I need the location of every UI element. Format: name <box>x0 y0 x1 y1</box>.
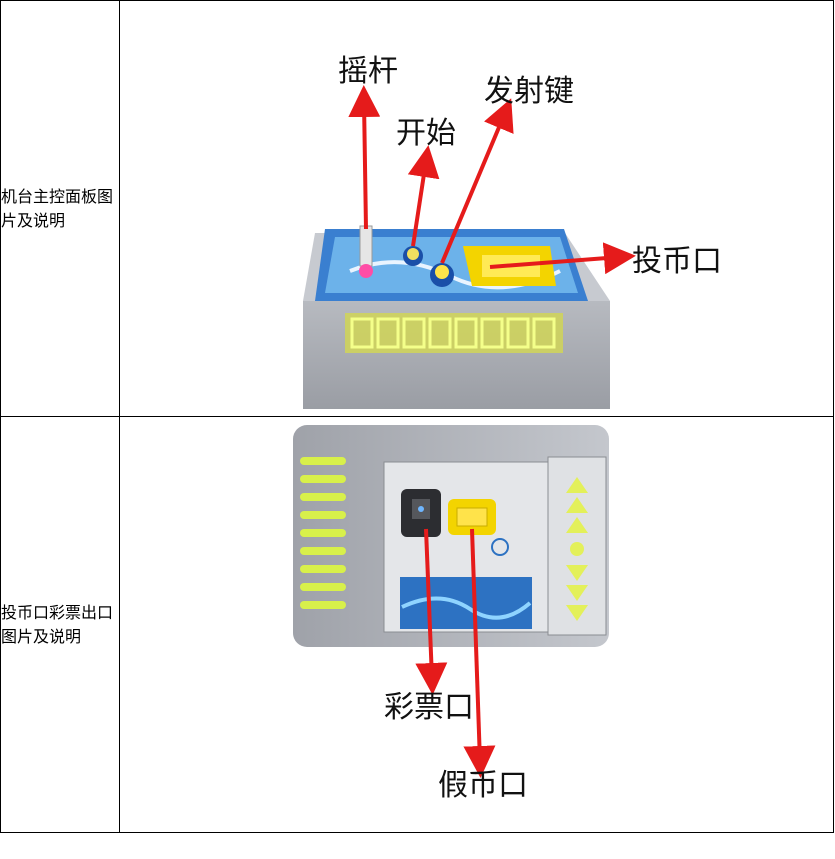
arrow-icon <box>415 528 496 778</box>
callout-coin-slot: 投币口 <box>632 244 722 279</box>
coin-ticket-illustration: 彩票口 假币口 <box>293 425 609 803</box>
fake-coin-slot-icon <box>448 499 496 535</box>
table-row-coin-ticket: 投币口彩票出口图片及说明 <box>0 416 834 833</box>
callout-fire: 发射键 <box>484 74 574 109</box>
table-row-main-panel: 机台主控面板图片及说明 <box>0 0 834 417</box>
coin-ticket-picture-cell: 彩票口 假币口 <box>119 416 834 833</box>
fire-button-icon <box>430 263 454 287</box>
callout-start: 开始 <box>396 116 456 151</box>
coin-door <box>383 461 549 633</box>
main-panel-illustration: 摇杆 开始 发射键 投币口 <box>303 54 722 409</box>
row-label-coin-ticket: 投币口彩票出口图片及说明 <box>0 416 120 833</box>
row-label-main-panel: 机台主控面板图片及说明 <box>0 0 120 417</box>
arrow-icon <box>348 85 636 275</box>
start-button-icon <box>403 246 423 266</box>
main-panel-picture-cell: 摇杆 开始 发射键 投币口 <box>119 0 834 417</box>
callout-ticket-outlet: 彩票口 <box>384 690 474 725</box>
joystick-icon <box>359 225 373 278</box>
ticket-outlet-icon <box>401 489 441 537</box>
callout-fake-coin: 假币口 <box>438 768 528 803</box>
callout-joystick: 摇杆 <box>338 54 398 89</box>
side-panel <box>547 456 607 636</box>
document-table: 机台主控面板图片及说明 <box>0 0 834 833</box>
